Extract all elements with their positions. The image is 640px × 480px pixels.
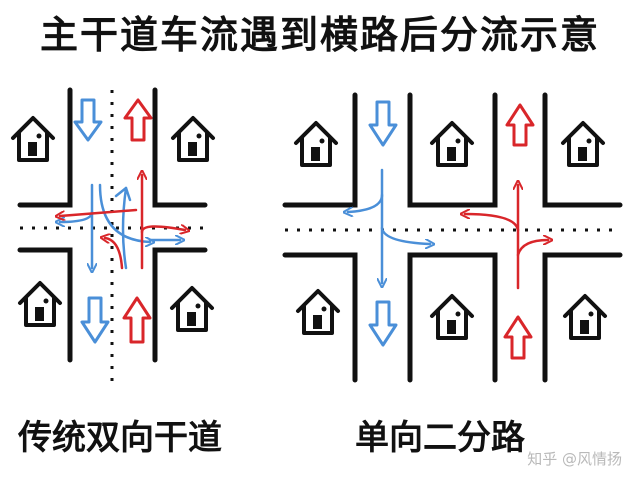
- left-road-diagram: [11, 87, 215, 385]
- hollow-arrow-up-icon: [122, 296, 152, 344]
- hollow-arrow-up-icon: [505, 103, 535, 147]
- left-center-dashes: [20, 90, 205, 385]
- house-icon: [170, 286, 214, 332]
- house-icon: [430, 294, 474, 340]
- right-road-edges: [282, 92, 623, 383]
- hollow-arrow-down-icon: [73, 98, 103, 142]
- house-icon: [563, 294, 607, 340]
- house-icon: [11, 116, 55, 162]
- caption-traditional-two-way: 传统双向干道: [18, 418, 222, 458]
- left-road-edges: [17, 87, 208, 363]
- page-title: 主干道车流遇到横路后分流示意: [39, 13, 600, 57]
- right-road-diagram: [282, 92, 623, 383]
- hollow-arrow-down-icon: [80, 296, 110, 344]
- watermark: 知乎 @风情扬: [527, 450, 622, 468]
- hollow-arrow-up-icon: [503, 315, 533, 360]
- house-icon: [561, 121, 605, 167]
- house-icon: [18, 281, 62, 327]
- caption-one-way-split: 单向二分路: [355, 418, 525, 458]
- house-icon: [296, 289, 340, 335]
- hollow-arrow-down-icon: [368, 100, 398, 147]
- house-icon: [430, 121, 474, 167]
- right-flow-lines: [348, 168, 548, 290]
- hollow-arrow-down-icon: [368, 300, 398, 347]
- house-icon: [294, 121, 338, 167]
- hollow-arrow-up-icon: [123, 98, 153, 142]
- left-flow-lines: [60, 175, 185, 268]
- house-icon: [171, 116, 215, 162]
